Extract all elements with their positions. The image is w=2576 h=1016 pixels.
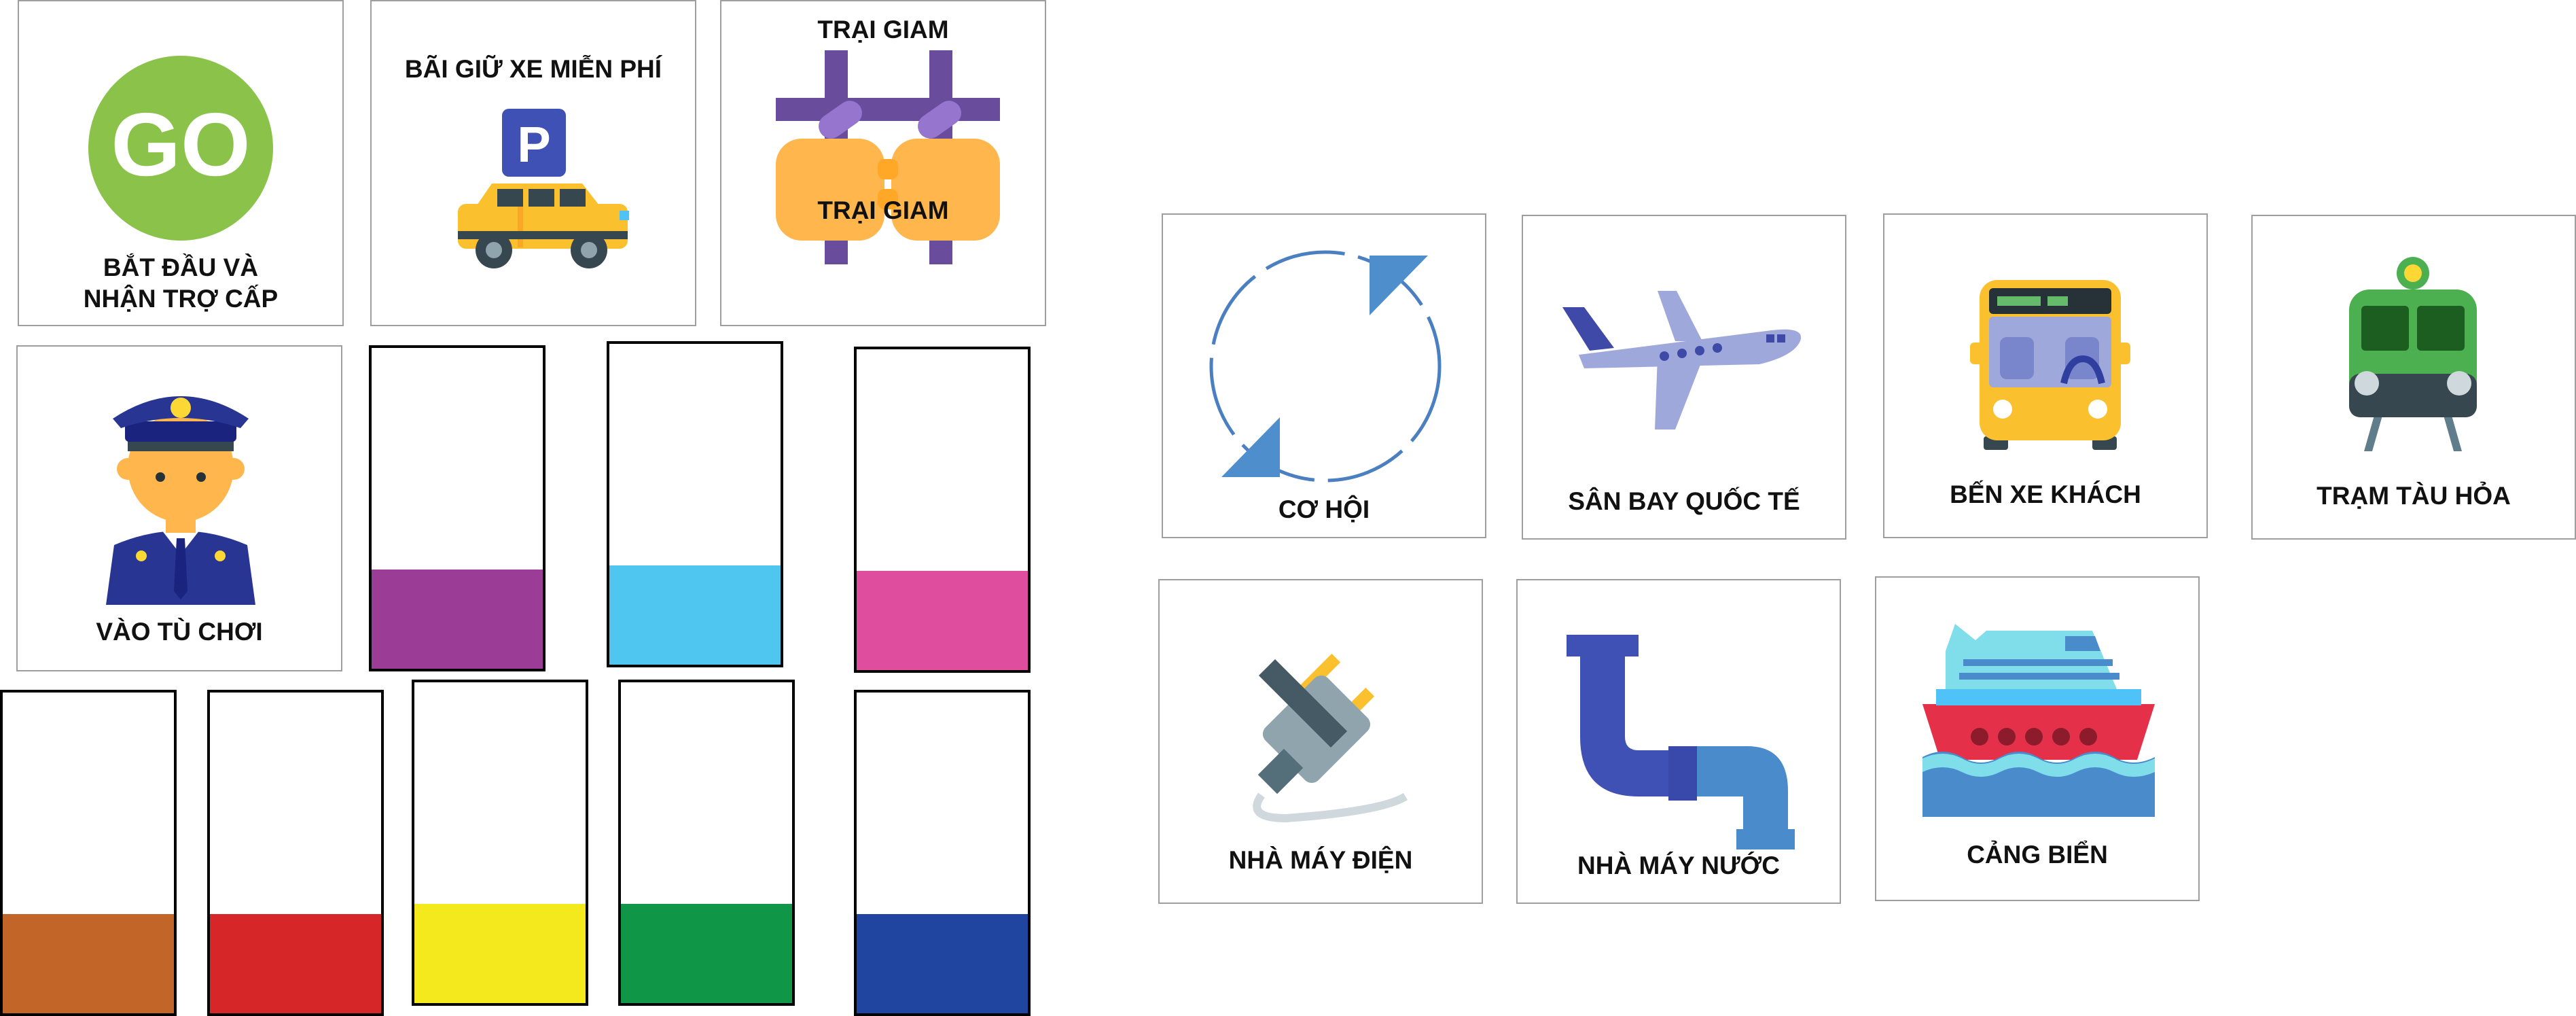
property-card-brown[interactable] <box>0 690 177 1016</box>
property-color-band <box>372 569 543 669</box>
jail-title: TRẠI GIAM <box>817 16 949 43</box>
refresh-arrows-icon <box>1209 250 1442 483</box>
go-circle-icon: GO <box>88 56 273 241</box>
train-station-card[interactable]: TRẠM TÀU HỎA <box>2251 215 2576 540</box>
property-card-purple[interactable] <box>369 345 545 671</box>
property-card-dark-blue[interactable] <box>854 690 1031 1016</box>
property-color-band <box>210 913 381 1013</box>
property-color-band <box>857 570 1028 670</box>
chance-label: CƠ HỘI <box>1278 495 1370 523</box>
power-plant-card[interactable]: NHÀ MÁY ĐIỆN <box>1158 579 1483 904</box>
policeman-icon <box>106 396 255 605</box>
go-card[interactable]: GO BẮT ĐẦU VÀ NHẬN TRỢ CẤP <box>18 0 344 326</box>
go-label-line1: BẮT ĐẦU VÀ <box>103 253 259 281</box>
free-parking-card[interactable]: BÃI GIỮ XE MIỄN PHÍ P <box>370 0 696 326</box>
go-circle <box>88 56 273 241</box>
go-to-jail-card[interactable]: VÀO TÙ CHƠI <box>16 345 342 671</box>
property-card-yellow[interactable] <box>412 680 588 1006</box>
bus-station-card[interactable]: BẾN XE KHÁCH <box>1883 213 2208 538</box>
airport-card[interactable]: SÂN BAY QUỐC TẾ <box>1522 215 1846 540</box>
parking-sign-letter: P <box>517 116 550 173</box>
property-color-band <box>857 913 1028 1013</box>
property-color-band <box>414 903 586 1003</box>
train-station-label: TRẠM TÀU HỎA <box>2316 482 2511 510</box>
seaport-label: CẢNG BIỂN <box>1967 841 2108 869</box>
go-to-jail-label: VÀO TÙ CHƠI <box>96 618 263 646</box>
property-color-band <box>3 913 174 1013</box>
property-card-pink[interactable] <box>854 347 1031 673</box>
parked-car-icon: P <box>458 109 629 268</box>
go-badge-text: GO <box>111 94 250 194</box>
property-card-red[interactable] <box>207 690 384 1016</box>
power-plug-icon <box>1253 653 1408 823</box>
go-label-line2: NHẬN TRỢ CẤP <box>83 285 279 313</box>
property-card-green[interactable] <box>618 680 795 1006</box>
chance-card[interactable]: CƠ HỘI <box>1162 213 1486 538</box>
train-icon <box>2349 257 2477 451</box>
bus-icon <box>1970 280 2130 450</box>
water-pipe-icon <box>1567 635 1795 849</box>
water-works-label: NHÀ MÁY NƯỚC <box>1577 852 1780 879</box>
jail-bars-hands-icon <box>776 50 1000 264</box>
jail-label: TRẠI GIAM <box>817 196 949 224</box>
seaport-card[interactable]: CẢNG BIỂN <box>1875 576 2200 901</box>
property-card-light-blue[interactable] <box>607 341 783 667</box>
bus-station-label: BẾN XE KHÁCH <box>1950 480 2141 508</box>
jail-card[interactable]: TRẠI GIAM TRẠI GIAM <box>720 0 1046 326</box>
airport-label: SÂN BAY QUỐC TẾ <box>1568 487 1800 515</box>
parking-sign <box>502 109 566 177</box>
property-color-band <box>621 903 792 1003</box>
power-plant-label: NHÀ MÁY ĐIỆN <box>1228 846 1413 874</box>
airplane-icon <box>1562 291 1802 430</box>
water-works-card[interactable]: NHÀ MÁY NƯỚC <box>1516 579 1841 904</box>
free-parking-label: BÃI GIỮ XE MIỄN PHÍ <box>404 55 662 83</box>
cruise-ship-icon <box>1922 624 2155 817</box>
property-color-band <box>609 565 781 665</box>
